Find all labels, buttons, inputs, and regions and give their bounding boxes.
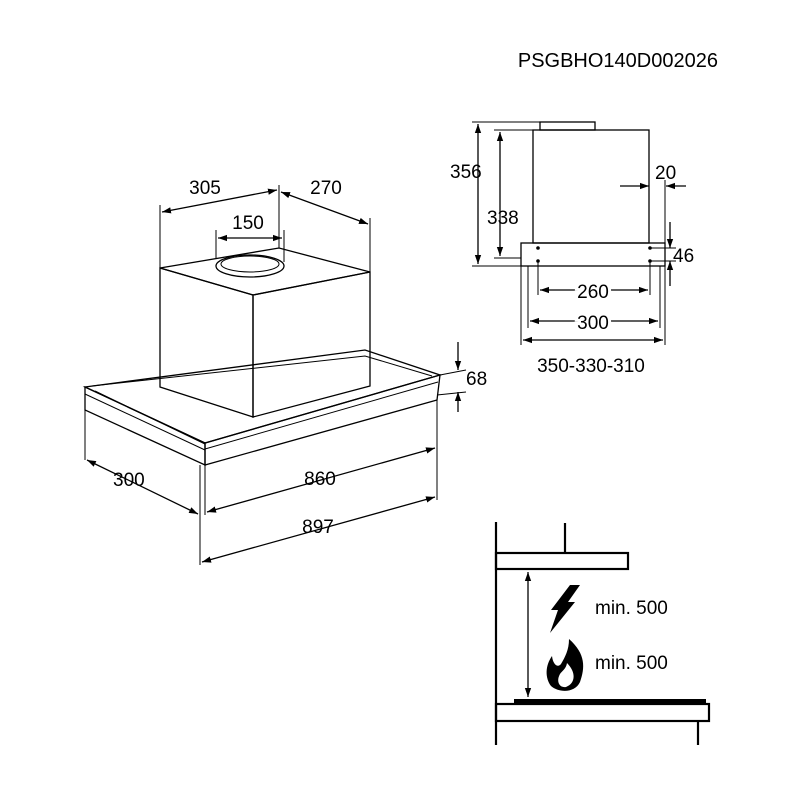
electric-clearance-label: min. 500: [595, 598, 668, 619]
canopy-side: [84, 385, 206, 467]
chimney-left: [159, 267, 254, 418]
product-code: PSGBHO140D002026: [518, 50, 718, 72]
flame-icon: [546, 639, 584, 691]
dim-depth: 300: [113, 470, 145, 491]
side-canopy: [520, 242, 666, 267]
lightning-icon: [550, 585, 580, 633]
dim-side-depth: 300: [577, 313, 609, 334]
dim-total-width: 897: [302, 517, 334, 538]
chimney-right: [252, 271, 371, 418]
dim-lip: 46: [673, 246, 694, 267]
hood-profile: [494, 551, 630, 571]
dim-chimney-depth: 305: [189, 178, 221, 199]
gas-clearance-label: min. 500: [595, 653, 668, 674]
dim-canopy-height: 68: [466, 369, 487, 390]
side-view: 356 338 20 46 260 300 350-330-310: [450, 121, 694, 377]
outlet-collar: [215, 254, 285, 278]
hob: [514, 699, 706, 704]
worktop: [494, 702, 711, 723]
chimney-top: [159, 247, 371, 296]
main-hood-view: 305 270 150 68 300 860 897: [82, 178, 487, 565]
dim-outlet-diameter: 150: [232, 213, 264, 234]
side-outlet: [539, 121, 596, 131]
dim-inner-width: 860: [304, 469, 336, 490]
clearance-view: min. 500 min. 500: [494, 522, 711, 745]
dim-total-height: 356: [450, 162, 482, 183]
dim-inner-depth: 260: [577, 282, 609, 303]
dim-chimney-width: 270: [310, 178, 342, 199]
dim-body-height: 338: [487, 208, 519, 229]
canopy-top-inner-edge: [91, 355, 433, 387]
dim-depth-variants: 350-330-310: [537, 356, 645, 377]
dim-offset: 20: [655, 163, 676, 184]
canopy-front: [204, 374, 441, 466]
